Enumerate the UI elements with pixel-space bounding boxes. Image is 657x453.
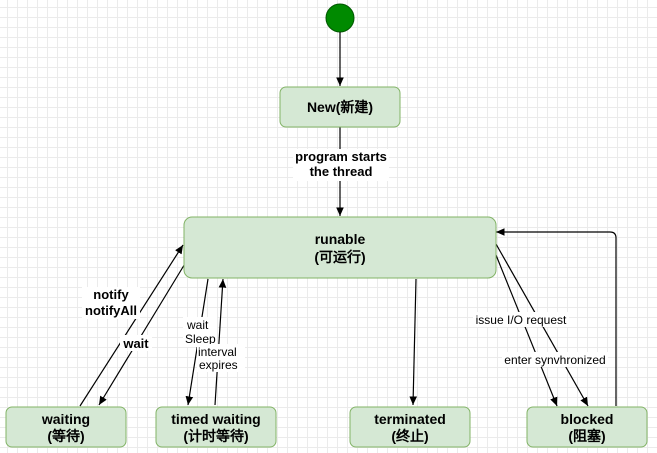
label-wait: wait — [120, 335, 152, 351]
label-issue-io: issue I/O request — [473, 312, 569, 327]
label-wait-sleep-line1: wait — [186, 318, 209, 332]
label-interval-expires: interval expires — [197, 344, 245, 372]
edge-runnable-to-waiting — [98, 261, 187, 406]
label-wait-text: wait — [122, 336, 149, 351]
node-blocked-label: blocked — [561, 411, 614, 427]
node-timed-waiting-label: timed waiting — [171, 411, 260, 427]
start-node — [325, 3, 355, 33]
node-timed-waiting-sublabel: (计时等待) — [183, 428, 248, 444]
node-waiting: waiting (等待) — [5, 406, 127, 448]
label-program-starts: program starts the thread — [293, 149, 389, 181]
node-waiting-sublabel: (等待) — [47, 428, 84, 444]
node-new-label: New(新建) — [307, 99, 373, 115]
label-enter-sync-text: enter synvhronized — [504, 353, 605, 367]
label-enter-sync: enter synvhronized — [502, 352, 608, 367]
label-notify-line2: notifyAll — [85, 303, 137, 318]
node-waiting-label: waiting — [41, 411, 90, 427]
label-notify-line1: notify — [93, 287, 129, 302]
label-interval-line1: interval — [198, 345, 237, 359]
label-notify: notify notifyAll — [82, 287, 140, 319]
edge-runnable-to-terminated — [409, 278, 418, 406]
label-program-starts-line1: program starts — [295, 149, 387, 164]
node-terminated: terminated (终止) — [349, 406, 471, 448]
edge-blocked-to-runnable — [496, 228, 617, 406]
node-runnable: runable (可运行) — [183, 216, 497, 279]
node-terminated-label: terminated — [374, 411, 446, 427]
node-runnable-label: runable — [315, 231, 366, 247]
label-wait-sleep: wait Sleep — [183, 317, 217, 347]
node-runnable-sublabel: (可运行) — [314, 249, 365, 265]
node-terminated-sublabel: (终止) — [391, 428, 428, 444]
edge-runnable-to-blocked-io — [495, 254, 558, 407]
label-wait-sleep-line2: Sleep — [185, 332, 216, 346]
node-new: New(新建) — [279, 86, 401, 128]
label-program-starts-line2: the thread — [310, 164, 373, 179]
label-issue-io-text: issue I/O request — [476, 313, 567, 327]
node-blocked-sublabel: (阻塞) — [568, 428, 605, 444]
edge-waiting-to-runnable — [79, 244, 184, 407]
label-interval-line2: expires — [199, 358, 238, 372]
edge-timed-waiting-to-runnable — [214, 278, 227, 406]
node-blocked: blocked (阻塞) — [526, 406, 648, 448]
node-timed-waiting: timed waiting (计时等待) — [155, 406, 277, 448]
